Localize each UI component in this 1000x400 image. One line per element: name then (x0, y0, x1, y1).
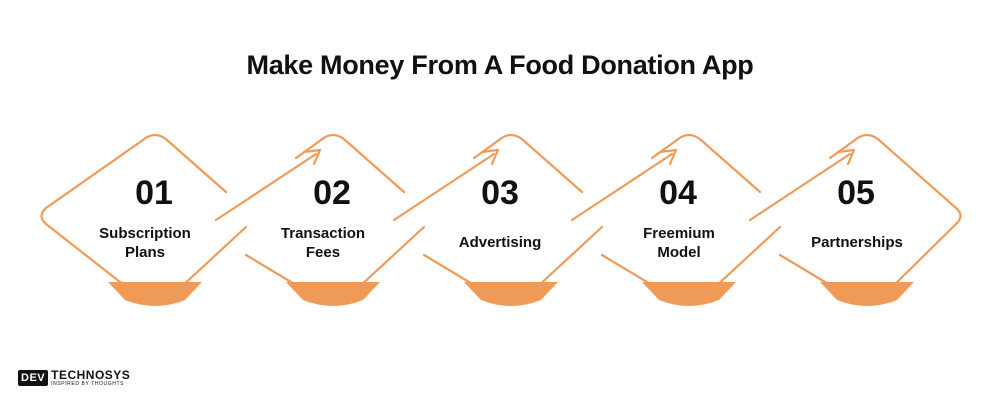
step-cap-1 (108, 282, 202, 306)
arrow-4-head (836, 148, 856, 166)
arrow-1-head (302, 148, 322, 166)
diamond-5 (778, 133, 962, 306)
brand-logo: DEV TECHNOSYS INSPIRED BY THOUGHTS (18, 368, 130, 388)
diamond-3 (472, 133, 584, 194)
arrow-3-head (658, 148, 678, 166)
arrow-3 (570, 152, 674, 222)
step-label-5: Partnerships (811, 234, 903, 251)
logo-badge: DEV (18, 370, 49, 386)
step-cap-4 (642, 282, 736, 306)
diamond-4 (650, 133, 762, 194)
connector-arrows (214, 148, 856, 222)
step-number-3: 03 (481, 174, 519, 212)
step-cap-5 (820, 282, 914, 306)
step-number-2: 02 (313, 174, 351, 212)
page-title: Make Money From A Food Donation App (246, 50, 754, 80)
logo-tagline: INSPIRED BY THOUGHTS (51, 381, 125, 387)
diamond-2 (294, 133, 406, 194)
logo-wordmark: TECHNOSYS (51, 368, 131, 382)
diamond-1 (40, 133, 248, 306)
diamond-outlines (40, 133, 962, 306)
step-cap-3 (464, 282, 558, 306)
diamond-2-lower (244, 225, 426, 306)
diamond-3-lower (422, 225, 604, 306)
step-number-1: 01 (135, 174, 173, 212)
step-cap-2 (286, 282, 380, 306)
diamond-4-lower (600, 225, 782, 306)
arrow-1 (214, 152, 318, 222)
arrow-2-head (480, 148, 500, 166)
arrow-2 (392, 152, 496, 222)
logo-text-block: TECHNOSYS INSPIRED BY THOUGHTS (51, 369, 130, 387)
step-number-4: 04 (659, 174, 697, 212)
step-number-5: 05 (837, 174, 875, 212)
step-label-3: Advertising (458, 234, 542, 251)
step-caps (108, 282, 914, 306)
arrow-4 (748, 152, 852, 222)
